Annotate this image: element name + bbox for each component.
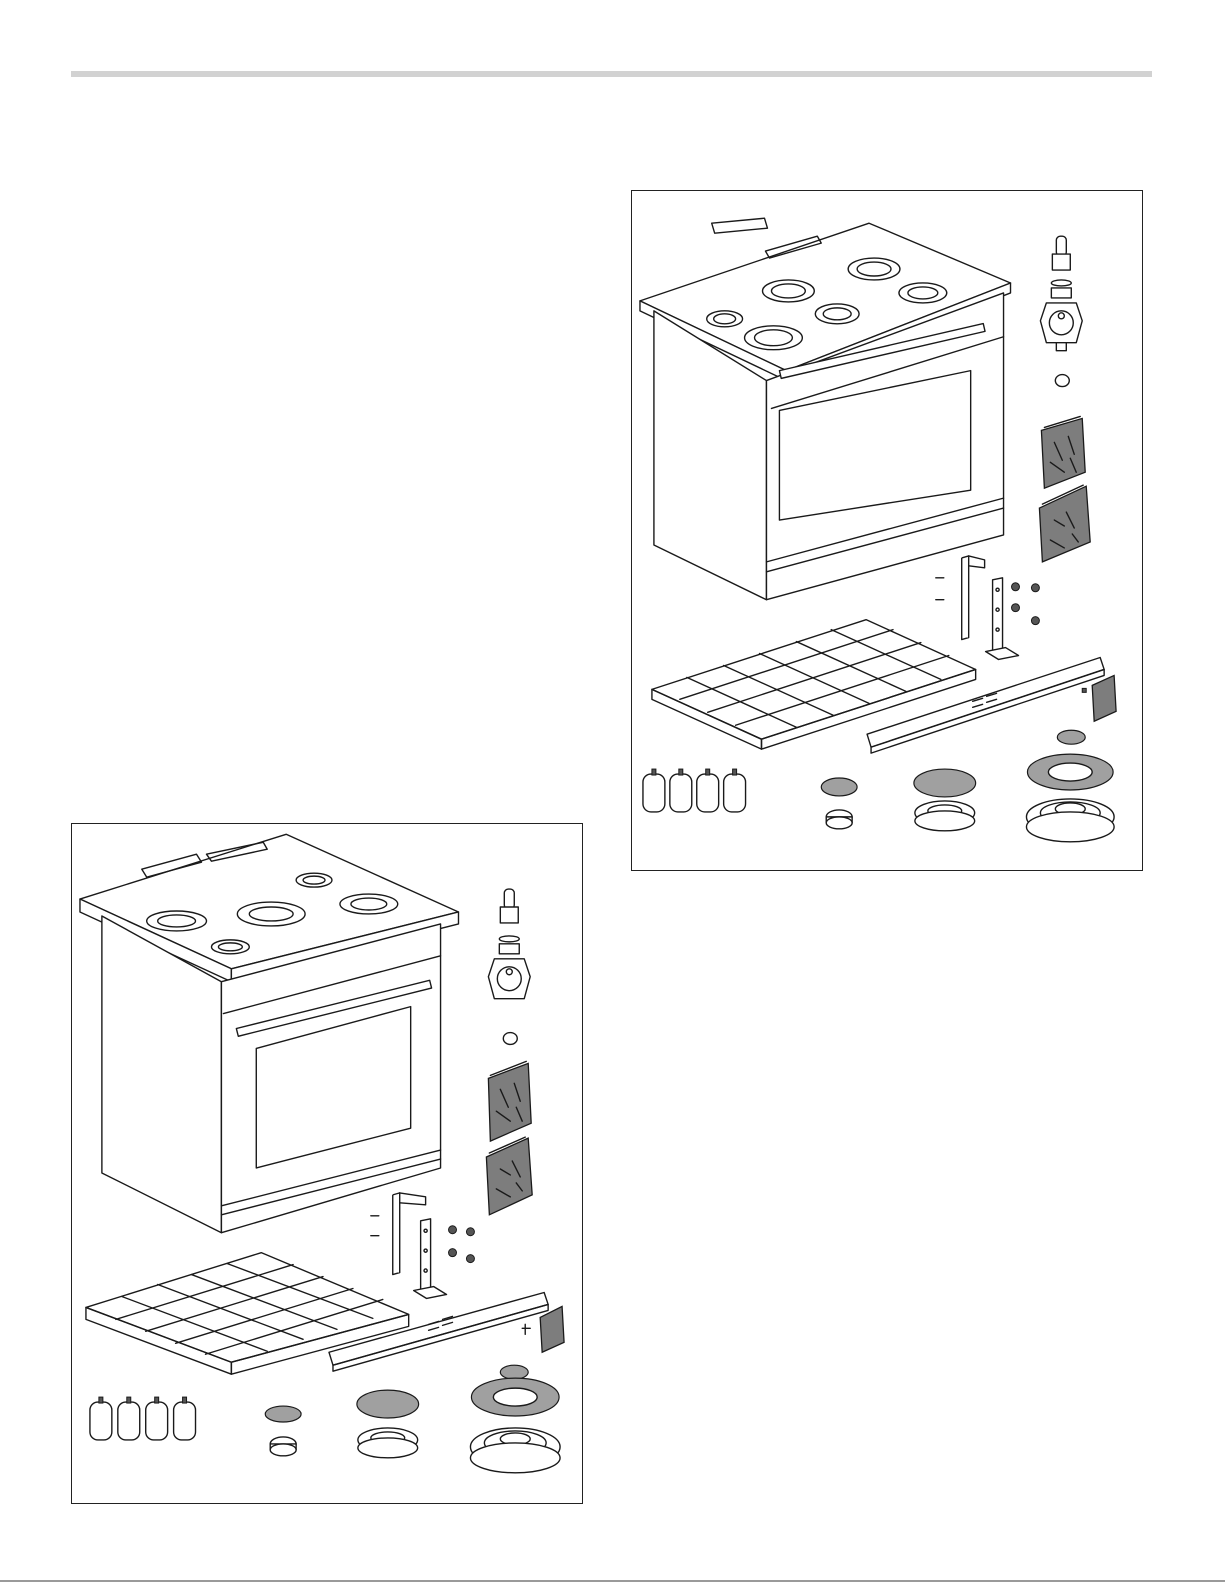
- regulator-assembly: [1040, 236, 1082, 351]
- range-30-parts-figure: [71, 823, 583, 1504]
- clip: [1082, 688, 1086, 692]
- footer-rule: [0, 1580, 1225, 1582]
- burner-medium: [357, 1390, 419, 1458]
- burner-medium: [914, 769, 976, 831]
- hardware-bag-1: [1041, 416, 1085, 488]
- hardware-bag-3: [1092, 675, 1116, 721]
- washer: [503, 1033, 517, 1045]
- hardware-bag-2: [1039, 485, 1090, 562]
- hardware-bag-3: [540, 1306, 564, 1352]
- washer: [1055, 375, 1069, 387]
- range-36-illustration: [632, 191, 1142, 870]
- screws: [936, 578, 1040, 625]
- range-36-parts-figure: [631, 190, 1143, 871]
- burner-large: [1026, 754, 1114, 842]
- leveling-legs: [90, 1397, 196, 1440]
- burner-small: [265, 1406, 301, 1456]
- anti-tip-bracket: [393, 1193, 447, 1299]
- regulator-assembly: [488, 889, 530, 999]
- burner-cap-small-extra: [500, 1365, 528, 1379]
- range-30-illustration: [72, 824, 582, 1503]
- grates: [652, 620, 976, 749]
- burner-large: [470, 1378, 560, 1473]
- burner-small: [821, 778, 857, 829]
- clip: [522, 1324, 530, 1334]
- hardware-bag-1: [488, 1061, 531, 1141]
- burner-cap-small-extra: [1057, 730, 1085, 744]
- hardware-bag-2: [486, 1137, 532, 1215]
- anti-tip-bracket: [962, 556, 1019, 660]
- header-rule: [71, 71, 1152, 77]
- leveling-legs: [643, 769, 746, 812]
